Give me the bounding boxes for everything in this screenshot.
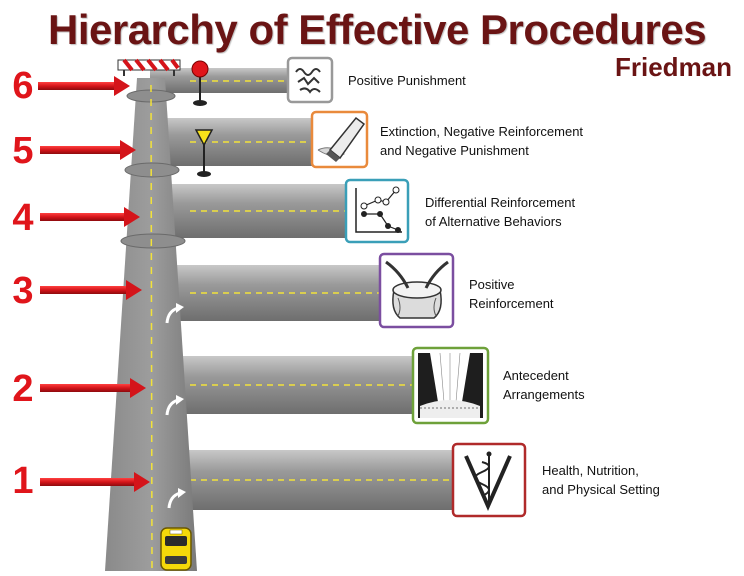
level-number-5: 5 — [12, 130, 34, 172]
scribble-icon — [286, 56, 334, 104]
side-road-4 — [150, 184, 350, 238]
side-road-5 — [150, 118, 320, 166]
level-1-line1: Health, Nutrition, — [542, 463, 639, 478]
eraser-icon — [310, 110, 369, 169]
level-4-label: Differential Reinforcement of Alternativ… — [425, 193, 575, 231]
side-road-3 — [150, 265, 385, 321]
side-road-2 — [150, 356, 418, 414]
arrow-level-6 — [38, 76, 130, 96]
taxi-icon — [160, 527, 192, 571]
level-5-line1: Extinction, Negative Reinforcement — [380, 124, 584, 139]
level-number-4: 4 — [12, 197, 34, 239]
level-5-label: Extinction, Negative Reinforcement and N… — [380, 122, 583, 160]
treat-bag-icon — [378, 252, 455, 329]
level-2-label: Antecedent Arrangements — [503, 366, 585, 404]
caduceus-icon — [451, 442, 527, 518]
arrow-level-3 — [40, 280, 142, 300]
arrow-level-2 — [40, 378, 146, 398]
level-6-label: Positive Punishment — [348, 71, 466, 90]
level-3-label: Positive Reinforcement — [469, 275, 554, 313]
level-6-line1: Positive Punishment — [348, 73, 466, 88]
road-barrier-icon — [117, 58, 181, 76]
author-name: Friedman — [615, 52, 733, 82]
main-road — [105, 78, 197, 572]
level-5-line2: and Negative Punishment — [380, 143, 529, 158]
level-number-1: 1 — [12, 460, 34, 502]
level-number-6: 6 — [12, 65, 34, 107]
side-road-1 — [150, 450, 458, 510]
line-graph-icon — [344, 178, 410, 244]
level-1-label: Health, Nutrition, and Physical Setting — [542, 461, 660, 499]
arrow-level-1 — [40, 472, 150, 492]
stage-curtain-icon — [411, 346, 490, 425]
level-3-line2: Reinforcement — [469, 296, 554, 311]
level-4-line2: of Alternative Behaviors — [425, 214, 562, 229]
level-2-line2: Arrangements — [503, 387, 585, 402]
level-3-line1: Positive — [469, 277, 515, 292]
arrow-level-4 — [40, 207, 140, 227]
yield-sign-icon — [194, 129, 214, 177]
level-number-2: 2 — [12, 368, 34, 410]
level-number-3: 3 — [12, 270, 34, 312]
side-road-6 — [150, 68, 295, 93]
level-4-line1: Differential Reinforcement — [425, 195, 576, 210]
arrow-level-5 — [40, 140, 136, 160]
level-1-line2: and Physical Setting — [542, 482, 660, 497]
level-2-line1: Antecedent — [503, 368, 569, 383]
page-title: Hierarchy of Effective Procedures — [48, 6, 707, 53]
stop-sign-icon — [191, 60, 209, 106]
